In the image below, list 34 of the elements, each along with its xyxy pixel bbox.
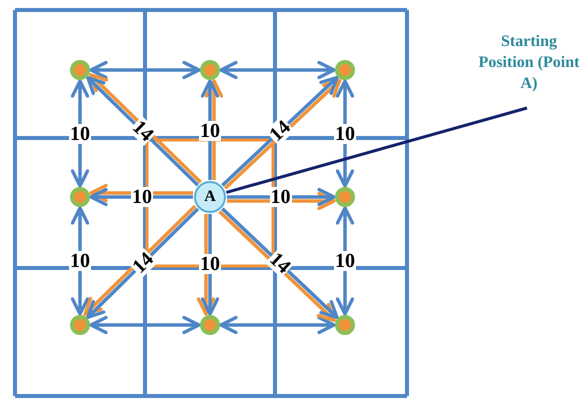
callout-text: Starting Position (Point A) bbox=[478, 18, 580, 106]
start-point-circle: A bbox=[194, 181, 226, 213]
waypoint-dot bbox=[70, 315, 90, 335]
arrow bbox=[219, 316, 336, 334]
waypoint-dot bbox=[335, 60, 355, 80]
waypoint-dot bbox=[70, 187, 90, 207]
arrow bbox=[219, 60, 336, 80]
arrow bbox=[89, 188, 193, 206]
arrow bbox=[227, 188, 336, 206]
arrow bbox=[200, 214, 220, 316]
waypoint-dot bbox=[200, 315, 220, 335]
waypoint-dot bbox=[335, 315, 355, 335]
arrow bbox=[227, 192, 336, 210]
arrow bbox=[70, 79, 90, 188]
arrow bbox=[89, 184, 193, 202]
waypoint-dot bbox=[200, 60, 220, 80]
edge-label: 10 bbox=[334, 124, 356, 144]
edge-label: 10 bbox=[199, 120, 221, 140]
arrow bbox=[89, 316, 201, 334]
arrow bbox=[204, 79, 224, 180]
edge-label: 10 bbox=[69, 124, 91, 144]
arrow bbox=[70, 206, 90, 316]
leader-line bbox=[226, 106, 528, 194]
waypoint-dot bbox=[335, 187, 355, 207]
arrow bbox=[89, 60, 201, 80]
edge-label: 10 bbox=[131, 187, 153, 207]
arrow bbox=[336, 206, 354, 316]
arrow bbox=[200, 79, 220, 180]
waypoint-dot bbox=[70, 60, 90, 80]
edge-label: 10 bbox=[270, 187, 292, 207]
edge-label: 10 bbox=[69, 251, 91, 271]
arrow bbox=[336, 79, 354, 188]
edge-label: 10 bbox=[199, 254, 221, 274]
edge-label: 10 bbox=[334, 251, 356, 271]
